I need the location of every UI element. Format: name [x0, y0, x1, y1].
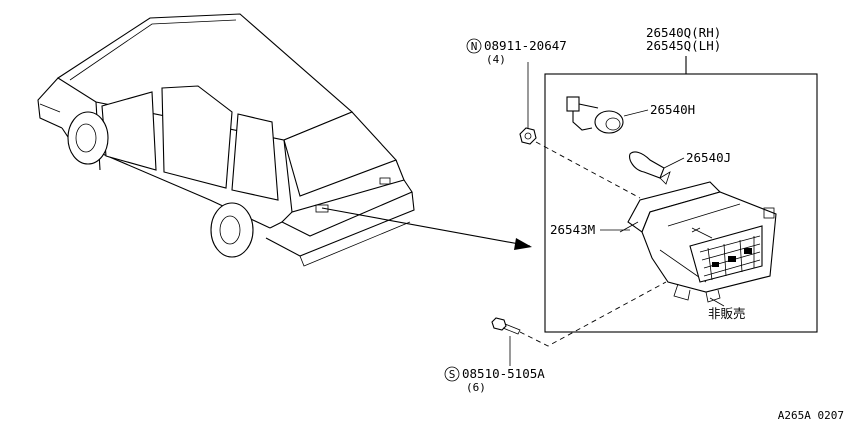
rear-lamp-left — [315, 204, 329, 213]
lamp-housing — [619, 181, 777, 307]
housing-part-number: 26543M — [550, 222, 595, 237]
nut-quantity: (4) — [486, 53, 506, 66]
assembly-rh-label: 26540Q(RH) — [646, 25, 721, 40]
car-illustration — [37, 13, 415, 267]
bulb-part-number: 26540J — [686, 150, 731, 165]
assembly-box — [544, 73, 818, 333]
screw-circle-letter: S — [449, 368, 456, 381]
socket-part-number: 26540H — [650, 102, 695, 117]
location-arrow — [321, 207, 532, 250]
nut-circle-letter: N — [471, 40, 478, 53]
screw-circle-icon — [444, 366, 460, 382]
not-sold-note: 非販売 — [708, 306, 746, 321]
screw-part-number: 08510-5105A — [462, 366, 545, 381]
bulb-socket — [566, 96, 649, 134]
bulb — [629, 151, 685, 185]
nut-part-number: 08911-20647 — [484, 38, 567, 53]
nut-circle-icon — [466, 38, 482, 54]
assembly-lh-label: 26545Q(LH) — [646, 38, 721, 53]
screw — [491, 317, 521, 366]
rear-lamp-right — [379, 177, 391, 185]
nut — [519, 62, 537, 145]
front-wheel — [67, 111, 109, 165]
lens-grid — [689, 225, 763, 283]
screw-quantity: (6) — [466, 381, 486, 394]
rear-wheel — [210, 202, 254, 258]
figure-code: A265A 0207 — [778, 409, 844, 422]
